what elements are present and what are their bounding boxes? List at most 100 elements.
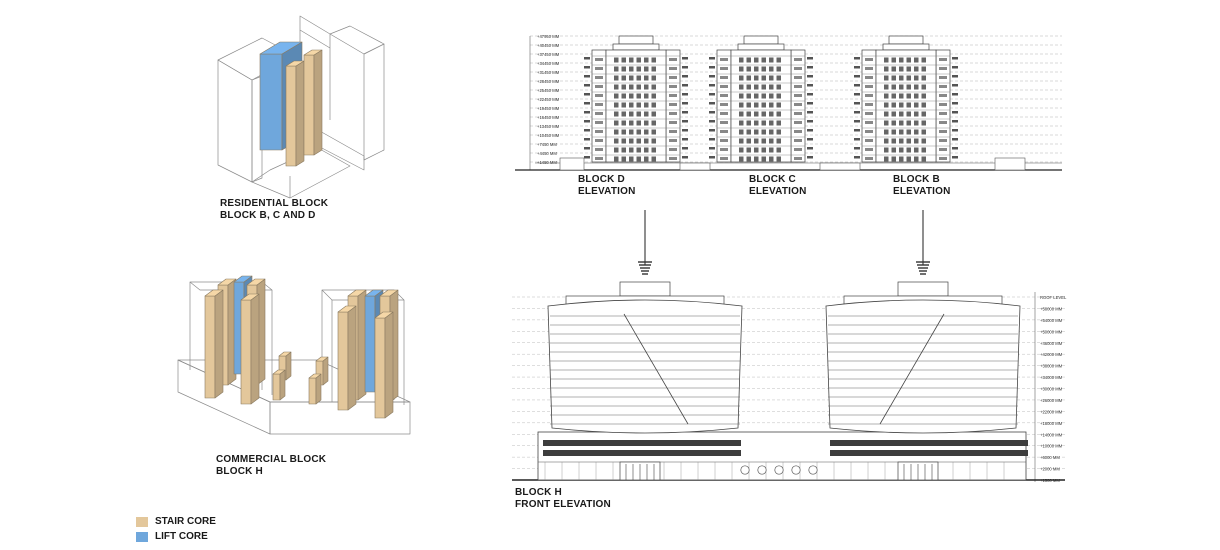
block-c-window: [739, 66, 744, 72]
com-level-label: +6000 MM: [1040, 455, 1060, 460]
lift-core-swatch: [136, 531, 148, 542]
block-d-ext-balcony-left: [584, 84, 590, 87]
commercial-axonometric: [177, 275, 411, 435]
block-c-balcony-right: [794, 157, 802, 160]
block-b-window: [884, 75, 889, 81]
res-level-label: +1450 MM: [537, 160, 557, 165]
block-d-window: [614, 102, 619, 108]
block-h-title: BLOCK H: [515, 487, 562, 498]
block-d-window: [621, 102, 626, 108]
com-level-label: ROOF LEVEL: [1040, 295, 1067, 300]
block-h-front-elevation: ROOF LEVEL+58000 MM+54000 MM+50000 MM+46…: [512, 210, 1067, 483]
block-b-ext-balcony-right: [952, 75, 958, 78]
block-c-window: [761, 147, 766, 153]
block-c-ext-balcony-left: [709, 57, 715, 60]
block-d-window: [644, 129, 649, 135]
block-c-ext-balcony-left: [709, 75, 715, 78]
block-h-diagonal-right: [879, 313, 945, 425]
res-podium-low-3: [819, 162, 861, 171]
block-b-ext-balcony-left: [854, 111, 860, 114]
block-c-window: [769, 129, 774, 135]
com-stair-core-8: [374, 311, 394, 419]
res-stair-core-1: [285, 60, 305, 167]
block-d-window: [636, 120, 641, 126]
block-c-window: [754, 129, 759, 135]
com-level-label: +50000 MM: [1040, 329, 1063, 334]
block-c-window: [776, 156, 781, 162]
block-b-window: [914, 138, 919, 144]
block-c-window: [746, 156, 751, 162]
block-b-window: [906, 75, 911, 81]
block-c-window: [746, 120, 751, 126]
block-d-balcony-left: [595, 121, 603, 124]
block-c-ext-balcony-right: [807, 75, 813, 78]
block-d-window: [621, 66, 626, 72]
block-b-window: [891, 57, 896, 63]
block-b-window: [906, 102, 911, 108]
block-b-window: [921, 111, 926, 117]
block-d-window: [651, 138, 656, 144]
block-d-window: [614, 66, 619, 72]
block-d-balcony-right: [669, 103, 677, 106]
block-c-window: [754, 147, 759, 153]
block-b-window: [921, 57, 926, 63]
block-h-crown-right: [897, 281, 949, 297]
block-c-ext-balcony-left: [709, 120, 715, 123]
block-d-caption: BLOCK D ELEVATION: [578, 174, 636, 198]
res-podium-low-1: [559, 157, 585, 171]
block-d-balcony-left: [595, 67, 603, 70]
block-b-window: [921, 138, 926, 144]
res-level-label: +16450 MM: [537, 115, 560, 120]
block-d-window: [636, 147, 641, 153]
block-c-window: [761, 93, 766, 99]
block-b-window: [891, 111, 896, 117]
block-c-balcony-right: [794, 139, 802, 142]
block-d-window: [614, 75, 619, 81]
legend-stair-core: STAIR CORE: [136, 516, 216, 527]
block-c-balcony-right: [794, 85, 802, 88]
block-b-window: [906, 129, 911, 135]
commercial-caption: COMMERCIAL BLOCK BLOCK H: [216, 454, 326, 478]
block-c-window: [776, 66, 781, 72]
res-outline-base-front: [251, 147, 351, 199]
block-d-ext-balcony-right: [682, 66, 688, 69]
block-d-balcony-left: [595, 103, 603, 106]
block-c-balcony-left: [720, 157, 728, 160]
block-d-window: [636, 57, 641, 63]
block-d-window: [629, 93, 634, 99]
block-d-window: [651, 129, 656, 135]
block-c-window: [754, 75, 759, 81]
block-b-balcony-right: [939, 121, 947, 124]
block-c-window: [761, 129, 766, 135]
block-d-window: [636, 129, 641, 135]
block-b-window: [921, 75, 926, 81]
res-outline-left-face: [217, 59, 253, 183]
block-b-balcony-left: [865, 85, 873, 88]
block-b-window: [899, 129, 904, 135]
block-b-window: [906, 147, 911, 153]
res-level-label: +28450 MM: [537, 79, 560, 84]
block-c-window: [761, 57, 766, 63]
block-c-window: [761, 102, 766, 108]
block-b-balcony-right: [939, 94, 947, 97]
block-d-window: [621, 120, 626, 126]
block-d-ext-balcony-right: [682, 147, 688, 150]
block-b-ext-balcony-right: [952, 147, 958, 150]
block-b-window: [891, 93, 896, 99]
block-c-window: [746, 129, 751, 135]
block-d-window: [651, 66, 656, 72]
com-round-opening: [774, 465, 784, 475]
com-podium-band-4: [830, 450, 1028, 456]
block-b-window: [884, 57, 889, 63]
block-d-window: [621, 138, 626, 144]
block-d-window: [629, 138, 634, 144]
block-b-window: [921, 102, 926, 108]
com-stair-core-3: [204, 289, 224, 399]
block-d-window: [644, 147, 649, 153]
block-b-window: [914, 120, 919, 126]
block-d-balcony-left: [595, 85, 603, 88]
block-c-window: [739, 138, 744, 144]
block-b-ext-balcony-right: [952, 111, 958, 114]
block-c-window: [769, 147, 774, 153]
